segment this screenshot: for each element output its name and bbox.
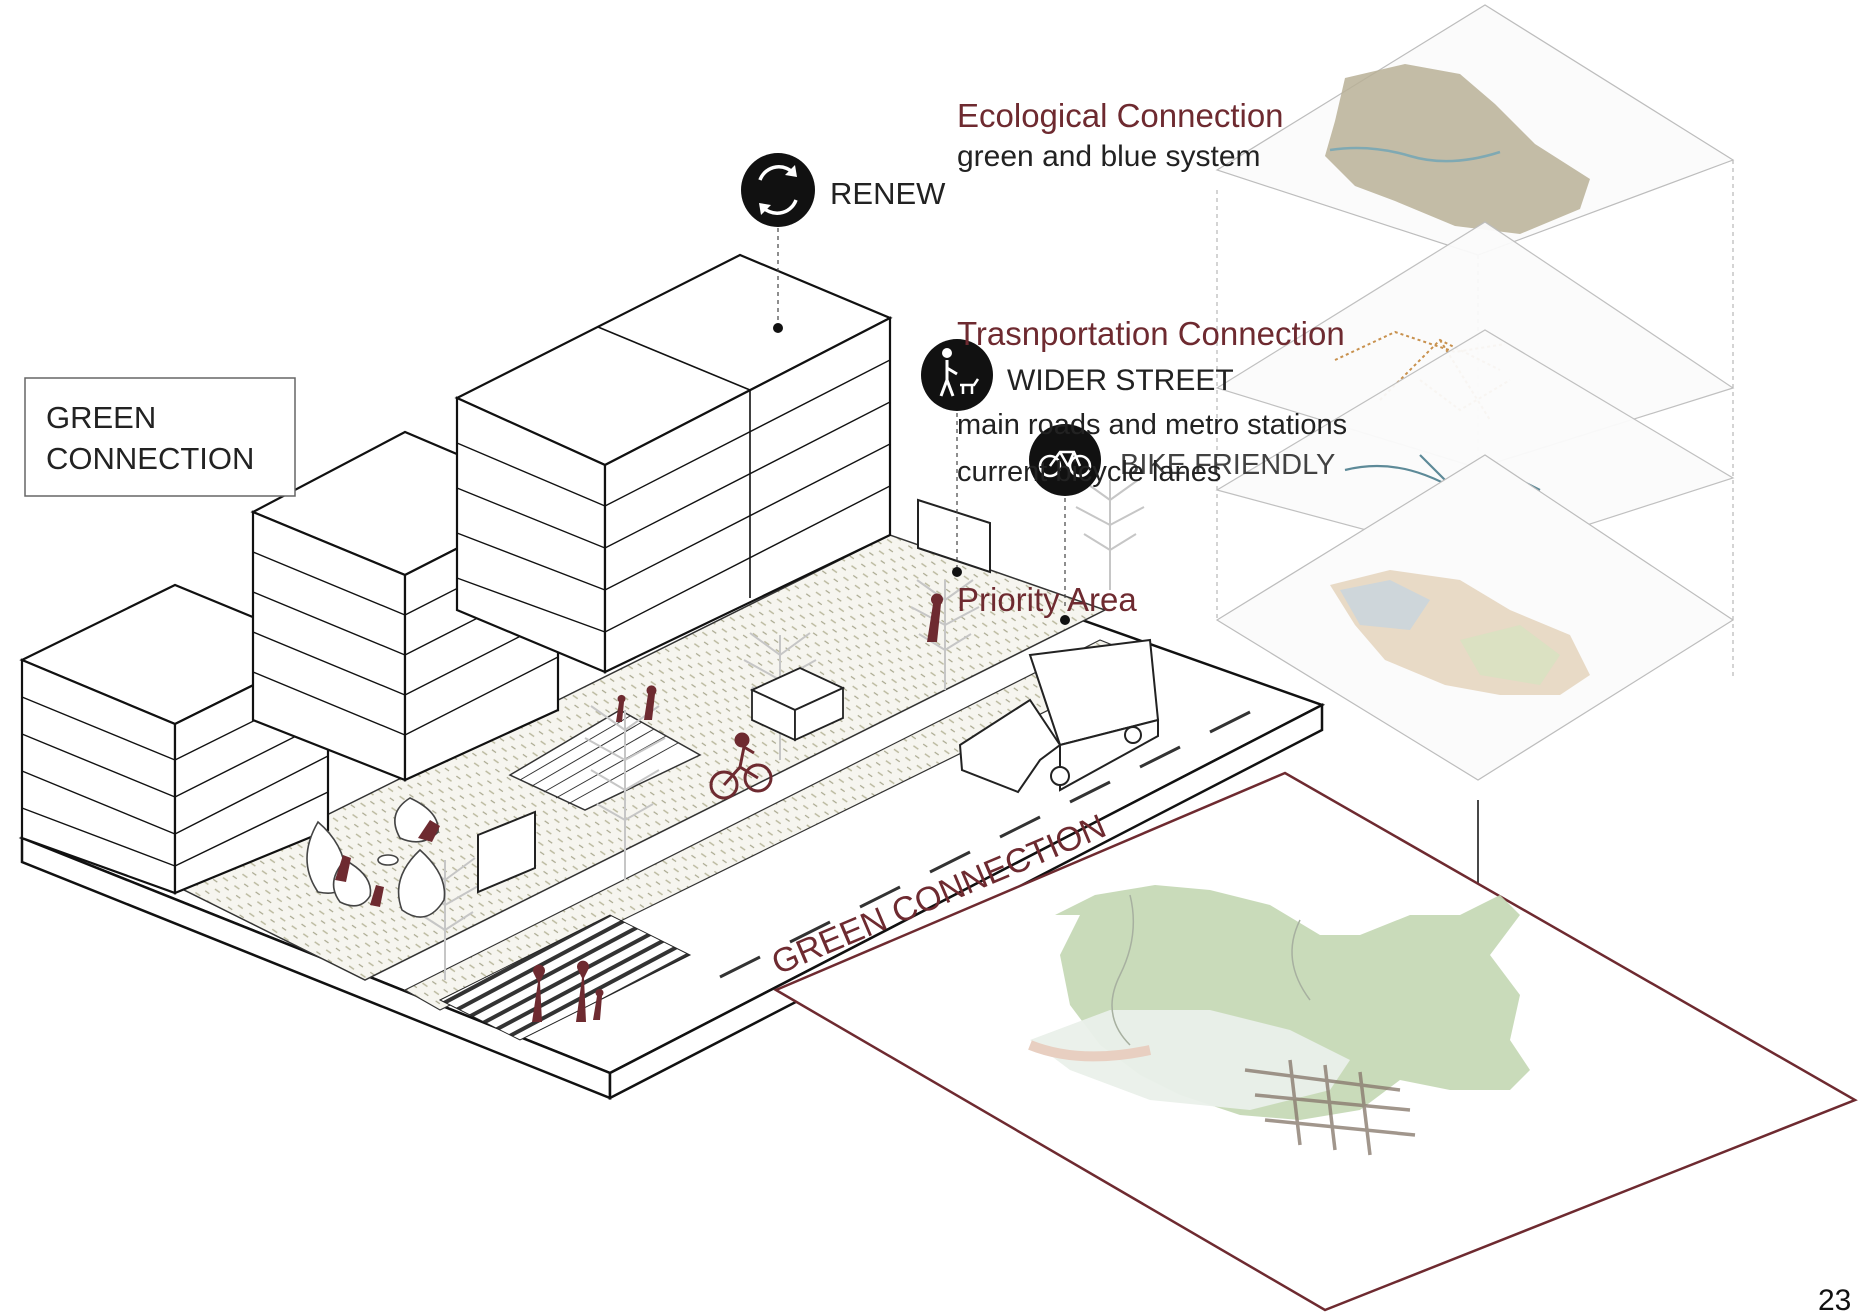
ecological-subtitle: green and blue system	[957, 140, 1261, 173]
cyclist	[709, 732, 773, 800]
kiosk	[749, 667, 846, 742]
wider-street-label: WIDER STREET	[1007, 364, 1234, 397]
bike-friendly-label: BIKE FRIENDLY	[1120, 449, 1335, 481]
box-label-line1: GREEN	[46, 400, 156, 435]
building-tall	[454, 253, 893, 674]
ecological-map	[1325, 64, 1590, 234]
public-stair	[508, 709, 702, 811]
pod-seating	[306, 797, 446, 918]
page-number: 23	[1818, 1284, 1851, 1312]
stair-steps	[519, 715, 679, 805]
pedestrian-dog-icon	[921, 339, 993, 411]
billboard	[477, 498, 991, 894]
green-connection-box	[24, 377, 296, 497]
ecological-title: Ecological Connection	[957, 97, 1284, 134]
van	[958, 638, 1160, 794]
crosswalk	[438, 914, 692, 1041]
priority-area-label: Priority Area	[957, 581, 1137, 618]
renew-icon	[741, 153, 815, 227]
tree	[1075, 479, 1145, 590]
bicycle-icon	[1029, 424, 1101, 496]
tree	[910, 579, 980, 690]
renew-label: RENEW	[830, 176, 946, 211]
callout-dots	[773, 323, 1070, 625]
callout-leaders	[777, 220, 1066, 610]
tree	[584, 705, 666, 880]
road-markings	[719, 710, 1251, 979]
transport-line1: main roads and metro stations	[957, 409, 1347, 441]
transport-title: Trasnportation Connection	[957, 315, 1345, 352]
map-layer-stack	[1215, 4, 1735, 781]
green-connection-map	[1028, 885, 1530, 1156]
box-label-line2: CONNECTION	[46, 441, 254, 476]
people-figures	[335, 593, 944, 1022]
transport-line2: current bicycle lanes	[957, 456, 1221, 488]
